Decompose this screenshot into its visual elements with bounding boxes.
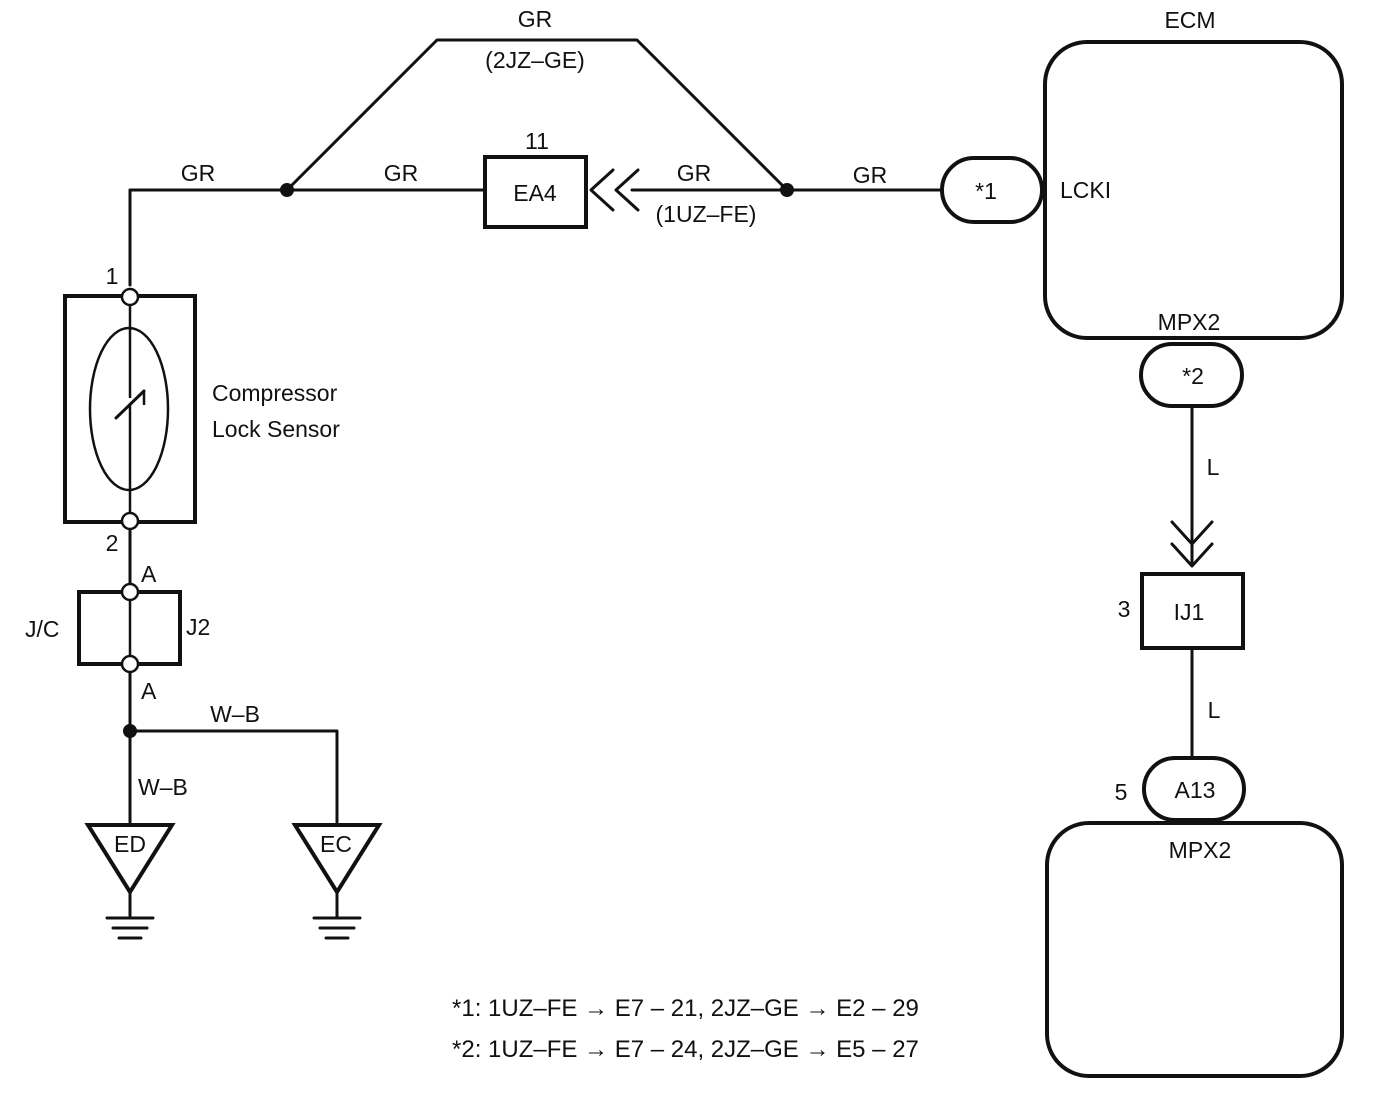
wire-label-gr-connector: GR bbox=[677, 160, 712, 186]
ea4-connector: EA4 11 bbox=[483, 128, 640, 229]
ground-ec-label: EC bbox=[320, 831, 352, 857]
splice-point-ground bbox=[123, 724, 137, 738]
sensor-name-line-2: Lock Sensor bbox=[212, 416, 340, 442]
switch-contact-icon bbox=[114, 389, 146, 420]
ecm-pin-mpx2: MPX2 bbox=[1158, 309, 1221, 335]
sensor-pin-2: 2 bbox=[106, 530, 119, 556]
a13-unit: A13 5 MPX2 bbox=[1045, 756, 1344, 1078]
footnote-2: *2: 1UZ–FE → E7 – 24, 2JZ–GE → E5 – 27 bbox=[452, 1036, 919, 1063]
compressor-lock-sensor: 1 2 Compressor Lock Sensor bbox=[63, 263, 340, 556]
connector-chevron-icon bbox=[1170, 542, 1214, 568]
gr-wire-2jzge-bypass bbox=[285, 38, 789, 192]
ecm-connector-2-label: *2 bbox=[1182, 363, 1204, 389]
a13-connector bbox=[1142, 756, 1246, 822]
a13-unit-label: MPX2 bbox=[1169, 837, 1232, 863]
junction-terminal-top bbox=[120, 582, 140, 602]
a13-pin-number: 5 bbox=[1115, 779, 1128, 805]
wire-label-gr-mid: GR bbox=[384, 160, 419, 186]
connector-chevron-icon bbox=[589, 168, 615, 212]
splice-point-right bbox=[780, 183, 794, 197]
junction-terminal-bottom bbox=[120, 654, 140, 674]
wiring bbox=[128, 38, 1194, 824]
ecm-unit: ECM LCKI MPX2 *1 *2 bbox=[940, 7, 1344, 408]
ground-ed: ED bbox=[84, 823, 176, 940]
connector-chevron-icon bbox=[614, 168, 640, 212]
sensor-pin-1: 1 bbox=[106, 263, 119, 289]
ecm-connector-1-label: *1 bbox=[975, 178, 997, 204]
gr-wire-main bbox=[128, 188, 487, 287]
ecm-connector-2 bbox=[1139, 342, 1244, 408]
sensor-name-line-1: Compressor bbox=[212, 380, 338, 406]
ea4-pin-number: 11 bbox=[525, 128, 549, 154]
wire-label-gr-connector-variant: (1UZ–FE) bbox=[656, 201, 757, 227]
ij1-pin-number: 3 bbox=[1118, 596, 1131, 622]
wire-label-gr-top: GR bbox=[518, 6, 553, 32]
wire-label-l-upper: L bbox=[1207, 454, 1220, 480]
ecm-title: ECM bbox=[1164, 7, 1215, 33]
wb-wire-to-ec bbox=[128, 729, 339, 824]
wire-label-gr-left: GR bbox=[181, 160, 216, 186]
ground-ec: EC bbox=[291, 823, 383, 940]
junction-connector-j2: J/C J2 A A bbox=[25, 561, 210, 704]
junction-pin-top: A bbox=[141, 561, 157, 587]
footnotes: *1: 1UZ–FE → E7 – 21, 2JZ–GE → E2 – 29 *… bbox=[452, 995, 919, 1063]
wire-label-wb-vertical: W–B bbox=[138, 774, 188, 800]
ecm-pin-lcki: LCKI bbox=[1060, 177, 1111, 203]
sensor-terminal-2 bbox=[120, 511, 140, 531]
wire-label-gr-top-variant: (2JZ–GE) bbox=[485, 47, 585, 73]
junction-label-jc: J/C bbox=[25, 616, 60, 642]
ij1-label: IJ1 bbox=[1174, 599, 1205, 625]
ij1-connector: IJ1 3 bbox=[1118, 572, 1245, 650]
junction-label-j2: J2 bbox=[186, 614, 210, 640]
sensor-terminal-1 bbox=[120, 287, 140, 307]
a13-connector-label: A13 bbox=[1175, 777, 1216, 803]
connector-chevron-icon bbox=[1170, 520, 1214, 546]
ea4-label: EA4 bbox=[513, 180, 557, 206]
wire-label-gr-right: GR bbox=[853, 162, 888, 188]
wire-label-l-lower: L bbox=[1208, 697, 1221, 723]
wire-labels: GR GR GR (2JZ–GE) GR (1UZ–FE) GR L L W–B… bbox=[138, 6, 1221, 800]
splice-point-left bbox=[280, 183, 294, 197]
ecm-connector-1 bbox=[940, 156, 1044, 224]
footnote-1: *1: 1UZ–FE → E7 – 21, 2JZ–GE → E2 – 29 bbox=[452, 995, 919, 1022]
wire-label-wb-horizontal: W–B bbox=[210, 701, 260, 727]
junction-pin-bottom: A bbox=[141, 678, 157, 704]
ground-ed-label: ED bbox=[114, 831, 146, 857]
